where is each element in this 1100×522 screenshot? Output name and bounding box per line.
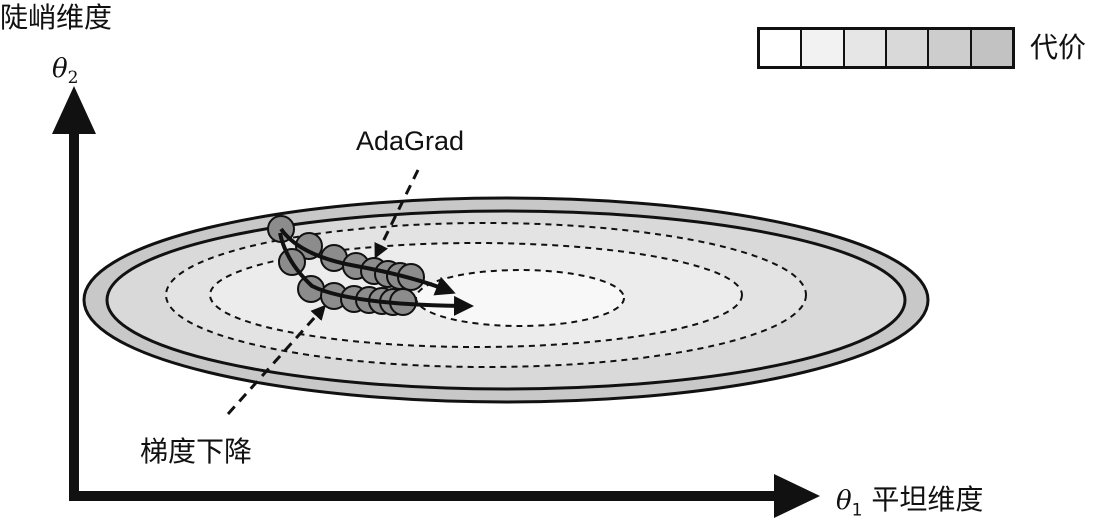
x-axis-label: θ1 平坦维度 [836, 486, 983, 520]
x-axis-arrowhead [774, 474, 820, 518]
legend-cell [886, 30, 930, 66]
cost-contours [82, 196, 930, 404]
y-axis-subscript: 2 [67, 68, 79, 89]
legend-cell [760, 30, 803, 66]
sgd-pointer [226, 304, 327, 416]
inner-contour-dashed [415, 269, 625, 327]
y-axis-title: 陡峭维度 [0, 1, 113, 34]
sgd-path-arrow [278, 232, 474, 316]
x-axis-title: 平坦维度 [871, 483, 984, 516]
y-axis-arrowhead [52, 86, 96, 134]
legend-cell [971, 30, 1012, 66]
sgd-label: 梯度下降 [140, 435, 253, 468]
adagrad-path-arrow [279, 227, 456, 296]
adagrad-trajectory [267, 215, 456, 296]
sgd-trajectory [278, 232, 474, 316]
y-axis-theta: θ [52, 54, 68, 84]
x-axis-theta: θ [836, 486, 852, 516]
axes [52, 86, 820, 518]
legend-cell [844, 30, 887, 66]
legend-cell [929, 30, 972, 66]
cost-legend [757, 27, 1015, 69]
y-axis-symbol: θ2 [52, 56, 78, 87]
legend-label: 代价 [1030, 31, 1087, 64]
x-axis-subscript: 1 [851, 500, 863, 521]
adagrad-label: AdaGrad [356, 126, 465, 156]
legend-cell [802, 30, 845, 66]
